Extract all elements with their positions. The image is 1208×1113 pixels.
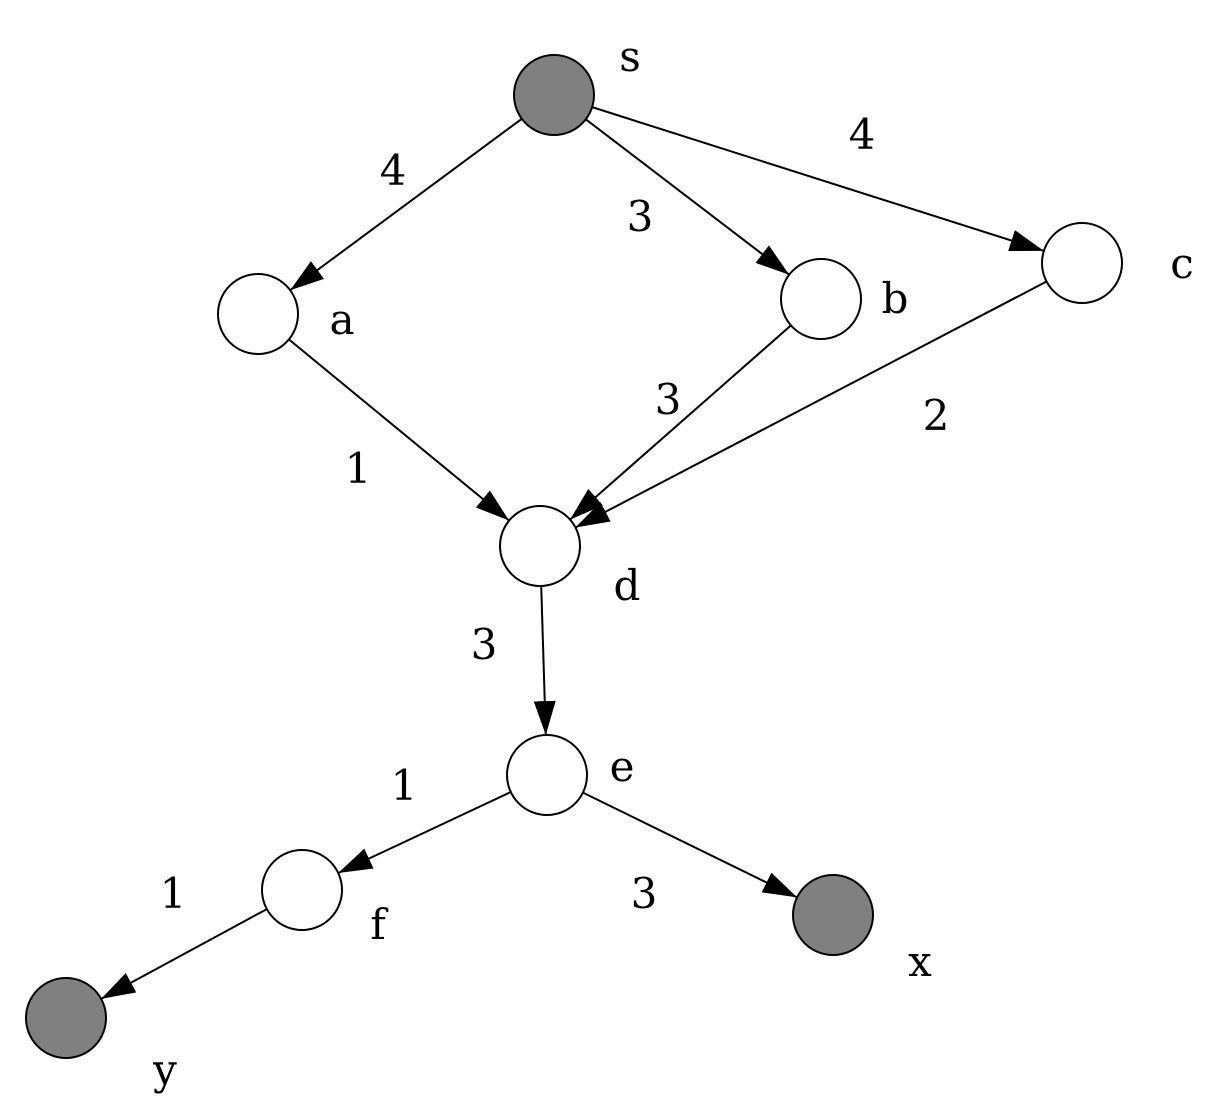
node-a	[217, 273, 299, 355]
node-b	[780, 258, 862, 340]
nodes-layer	[25, 54, 1123, 1059]
edge-e-f	[337, 791, 512, 874]
edge-weight-e-f: 1	[391, 761, 418, 810]
edge-weight-b-d: 3	[655, 375, 682, 424]
node-label-x: x	[908, 937, 932, 986]
edge-weight-s-c: 4	[849, 110, 876, 159]
node-label-b: b	[882, 274, 909, 323]
edge-f-y	[100, 908, 268, 1000]
edge-weight-e-x: 3	[631, 869, 658, 918]
edge-c-d	[574, 280, 1048, 529]
edge-a-d	[288, 338, 510, 522]
node-label-d: d	[614, 561, 641, 610]
node-label-c: c	[1170, 239, 1194, 288]
edge-weight-f-y: 1	[160, 869, 187, 918]
node-label-y: y	[152, 1045, 177, 1094]
edge-weight-s-a: 4	[380, 146, 407, 195]
node-f	[261, 849, 343, 931]
node-y	[25, 977, 107, 1059]
edge-weight-a-d: 1	[345, 444, 372, 493]
edge-d-e	[533, 585, 556, 736]
edge-s-c	[591, 106, 1045, 252]
edge-weight-c-d: 2	[923, 391, 950, 440]
edge-s-b	[585, 118, 790, 276]
node-s	[513, 54, 595, 136]
node-label-s: s	[619, 32, 641, 81]
node-e	[506, 734, 588, 816]
edge-b-d	[569, 324, 792, 521]
edge-s-a	[289, 117, 523, 292]
edge-weight-s-b: 3	[627, 192, 654, 241]
node-c	[1041, 222, 1123, 304]
edge-e-x	[582, 791, 798, 899]
labels-layer: 4 3 4 1 3 2 3 1 3 1 s a b c d e f x y	[152, 32, 1194, 1094]
edge-weight-d-e: 3	[471, 620, 498, 669]
node-d	[499, 505, 581, 587]
node-label-a: a	[329, 295, 354, 344]
node-x	[792, 874, 874, 956]
node-label-e: e	[610, 742, 635, 791]
edges-layer	[100, 106, 1048, 1000]
node-label-f: f	[370, 900, 389, 949]
